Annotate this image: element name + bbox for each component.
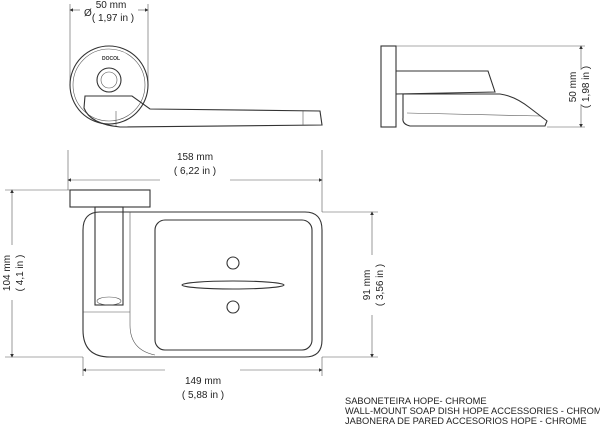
- logo: DOCOL: [102, 56, 120, 62]
- side-view: 50 mm ( 1,98 in ): [380, 45, 592, 128]
- caption-es: JABONERA DE PARED ACCESORIOS HOPE - CHRO…: [345, 416, 587, 426]
- diameter-symbol: Ø: [84, 8, 92, 19]
- width-in: ( 6,22 in ): [174, 166, 216, 177]
- dish-height-mm: 91 mm: [362, 270, 373, 301]
- dish-body: [82, 211, 323, 358]
- caption-en: WALL-MOUNT SOAP DISH HOPE ACCESSORIES - …: [345, 406, 600, 416]
- caption-pt: SABONETEIRA HOPE- CHROME: [345, 396, 487, 406]
- drain-slot: [181, 280, 285, 290]
- side-dim-in: ( 1,98 in ): [581, 66, 592, 108]
- drain-hole: [226, 300, 240, 314]
- drain-hole: [226, 256, 240, 270]
- side-dim-mm: 50 mm: [568, 72, 579, 103]
- width-mm: 158 mm: [177, 152, 213, 163]
- rosette: [69, 45, 149, 125]
- wall-plate-side: [380, 45, 397, 128]
- dish-side: [402, 93, 548, 127]
- height-mm: 104 mm: [2, 255, 13, 291]
- dish-width-in: ( 5,88 in ): [182, 390, 224, 401]
- height-in: ( 4,1 in ): [15, 255, 26, 292]
- top-dim-in: ( 1,97 in ): [92, 13, 134, 24]
- top-view: Ø 50 mm ( 1,97 in ) DOCOL: [69, 0, 323, 128]
- support-post: [94, 206, 124, 306]
- drain-slots: [181, 256, 285, 314]
- front-view: 158 mm ( 6,22 in ) 104 mm ( 4,1 in ) 91 …: [2, 150, 386, 401]
- caption: SABONETEIRA HOPE- CHROME WALL-MOUNT SOAP…: [345, 396, 600, 426]
- dish-height-in: ( 3,56 in ): [375, 264, 386, 306]
- top-dim-mm: 50 mm: [96, 0, 127, 11]
- dish-width-mm: 149 mm: [185, 376, 221, 387]
- dish-grate: [154, 219, 313, 351]
- wall-plate: [69, 189, 151, 208]
- handle: [83, 95, 323, 128]
